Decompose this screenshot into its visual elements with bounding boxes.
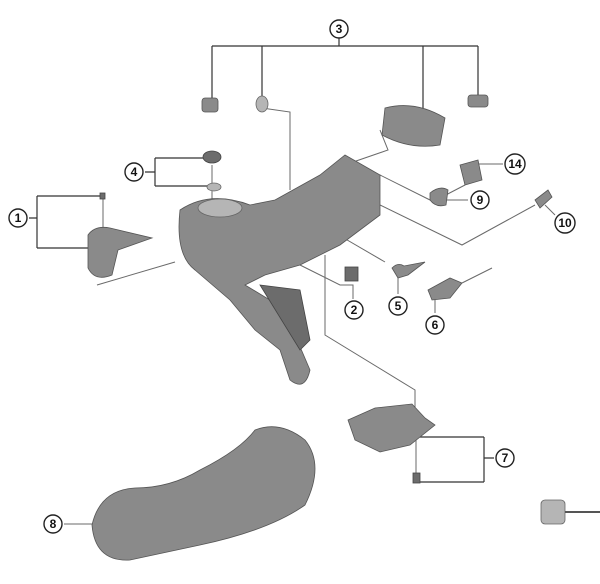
svg-text:9: 9 xyxy=(477,193,484,207)
callout-1: 1 xyxy=(8,208,28,228)
band-clamp xyxy=(381,105,446,147)
callout-2: 2 xyxy=(344,300,364,320)
part-cover-1 xyxy=(87,192,154,278)
part-lever-cover-7 xyxy=(347,403,436,484)
part-10 xyxy=(534,189,553,209)
part-14 xyxy=(459,159,483,186)
bolt-left xyxy=(201,97,219,113)
svg-text:2: 2 xyxy=(351,303,358,317)
part-2 xyxy=(344,266,359,282)
part-5 xyxy=(391,261,426,279)
callout-14: 14 xyxy=(504,153,526,175)
part-cap-4 xyxy=(202,150,222,192)
svg-text:3: 3 xyxy=(336,22,343,36)
washer xyxy=(255,95,269,113)
small-parts xyxy=(344,159,553,301)
svg-text:7: 7 xyxy=(502,451,509,465)
callout-9: 9 xyxy=(470,190,490,210)
svg-text:14: 14 xyxy=(508,157,522,171)
cable-end-thumbnail xyxy=(540,499,600,525)
part-hood-8 xyxy=(91,426,316,561)
callout-6: 6 xyxy=(425,315,445,335)
part-bolts-3 xyxy=(201,94,489,147)
svg-text:6: 6 xyxy=(432,318,439,332)
bolt-right xyxy=(467,94,489,108)
callout-5: 5 xyxy=(388,296,408,316)
svg-text:8: 8 xyxy=(50,517,57,531)
main-body xyxy=(178,154,381,385)
svg-text:1: 1 xyxy=(15,211,22,225)
callout-4: 4 xyxy=(124,162,144,182)
part-9 xyxy=(429,187,449,207)
callout-7: 7 xyxy=(495,448,515,468)
callout-8: 8 xyxy=(43,514,63,534)
callout-3: 3 xyxy=(329,19,349,39)
svg-text:5: 5 xyxy=(395,299,402,313)
svg-text:10: 10 xyxy=(558,216,572,230)
svg-text:4: 4 xyxy=(131,165,138,179)
callout-10: 10 xyxy=(554,212,576,234)
part-6 xyxy=(427,277,463,301)
